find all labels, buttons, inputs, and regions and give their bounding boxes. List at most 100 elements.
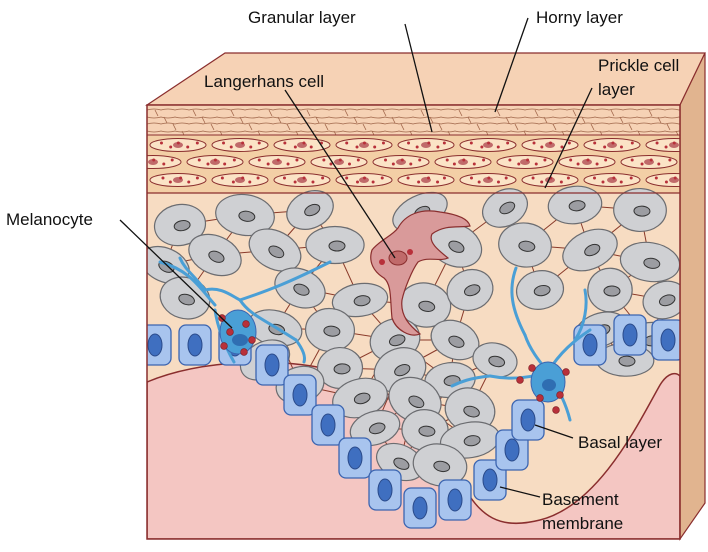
label-basement-line1: Basement: [542, 490, 619, 509]
basal-cell: [512, 400, 544, 440]
keratohyalin-granule: [526, 159, 529, 162]
keratohyalin-granule: [196, 177, 199, 180]
keratohyalin-granule: [586, 159, 589, 162]
keratohyalin-granule: [674, 177, 677, 180]
keratohyalin-granule: [294, 146, 297, 149]
keratohyalin-granule: [470, 142, 473, 145]
keratohyalin-granule: [540, 181, 543, 184]
keratohyalin-granule: [277, 159, 280, 162]
keratohyalin-granule: [310, 146, 313, 149]
keratohyalin-granule: [535, 163, 538, 166]
keratohyalin-granule: [453, 163, 456, 166]
melanin-granule: [221, 343, 228, 350]
melanin-granule: [553, 407, 560, 414]
keratohyalin-granule: [311, 181, 314, 184]
keratohyalin-granule: [214, 159, 217, 162]
keratohyalin-granule: [436, 146, 439, 149]
keratohyalin-granule: [409, 163, 412, 166]
keratohyalin-granule: [603, 146, 606, 149]
melanin-granule: [249, 337, 256, 344]
keratohyalin-granule: [508, 159, 511, 162]
basal-cell: [284, 375, 316, 415]
keratohyalin-granule: [294, 181, 297, 184]
keratohyalin-granule: [567, 177, 570, 180]
keratohyalin-granule: [568, 142, 571, 145]
keratohyalin-granule: [345, 142, 348, 145]
keratohyalin-granule: [295, 159, 298, 162]
keratohyalin-granule: [248, 181, 251, 184]
keratohyalin-granule: [169, 181, 172, 184]
keratohyalin-granule: [407, 177, 410, 180]
keratohyalin-granule: [641, 163, 644, 166]
keratohyalin-granule: [392, 163, 395, 166]
label-melanocyte: Melanocyte: [6, 210, 93, 229]
keratohyalin-granule: [230, 146, 233, 149]
keratohyalin-granule: [631, 159, 634, 162]
keratohyalin-granule: [478, 181, 481, 184]
keratohyalin-granule: [569, 159, 572, 162]
keratohyalin-granule: [668, 159, 671, 162]
keratohyalin-granule: [665, 181, 668, 184]
keratohyalin-granule: [357, 159, 360, 162]
keratohyalin-granule: [473, 163, 476, 166]
basal-cell: [256, 345, 288, 385]
keratohyalin-granule: [249, 146, 252, 149]
keratohyalin-granule: [287, 163, 290, 166]
keratohyalin-granule: [487, 177, 490, 180]
keratohyalin-granule: [593, 142, 596, 145]
keratohyalin-granule: [177, 142, 180, 145]
keratohyalin-granule: [322, 159, 325, 162]
keratohyalin-granule: [655, 177, 658, 180]
keratohyalin-granule: [257, 177, 260, 180]
keratohyalin-granule: [443, 142, 446, 145]
keratohyalin-granule: [497, 181, 500, 184]
keratohyalin-granule: [345, 177, 348, 180]
keratohyalin-granule: [384, 159, 387, 162]
keratohyalin-granule: [171, 159, 174, 162]
granular-cell-nucleus: [297, 142, 307, 148]
keratohyalin-granule: [356, 146, 359, 149]
label-prickle-cell-line1: Prickle cell: [598, 56, 679, 75]
keratohyalin-granule: [482, 159, 485, 162]
keratohyalin-granule: [160, 142, 163, 145]
keratohyalin-granule: [650, 159, 653, 162]
prickle-cell: [587, 268, 632, 312]
keratohyalin-granule: [462, 159, 465, 162]
keratohyalin-granule: [416, 146, 419, 149]
keratohyalin-granule: [560, 181, 563, 184]
keratohyalin-granule: [348, 163, 351, 166]
melanin-granule: [557, 392, 564, 399]
keratohyalin-granule: [631, 142, 634, 145]
melanin-granule: [529, 365, 536, 372]
keratohyalin-granule: [656, 142, 659, 145]
keratohyalin-granule: [532, 177, 535, 180]
keratohyalin-granule: [363, 177, 366, 180]
keratohyalin-granule: [443, 177, 446, 180]
keratohyalin-granule: [152, 159, 155, 162]
keratohyalin-granule: [407, 142, 410, 145]
block-side-face: [680, 53, 705, 539]
keratohyalin-granule: [169, 146, 172, 149]
basal-cell: [652, 320, 684, 360]
keratohyalin-granule: [206, 163, 209, 166]
basal-cell: [179, 325, 211, 365]
keratohyalin-granule: [543, 159, 546, 162]
keratohyalin-granule: [356, 181, 359, 184]
keratohyalin-granule: [136, 159, 139, 162]
keratohyalin-granule: [381, 177, 384, 180]
keratohyalin-granule: [630, 177, 633, 180]
keratohyalin-granule: [602, 181, 605, 184]
basal-cell: [404, 488, 436, 528]
keratohyalin-granule: [446, 159, 449, 162]
keratohyalin-granule: [620, 146, 623, 149]
keratohyalin-granule: [198, 159, 201, 162]
keratohyalin-granule: [382, 142, 385, 145]
keratohyalin-granule: [233, 159, 236, 162]
keratohyalin-granule: [258, 142, 261, 145]
keratohyalin-granule: [657, 163, 660, 166]
keratohyalin-granule: [196, 142, 199, 145]
keratohyalin-granule: [302, 142, 305, 145]
prickle-cell: [306, 227, 364, 264]
